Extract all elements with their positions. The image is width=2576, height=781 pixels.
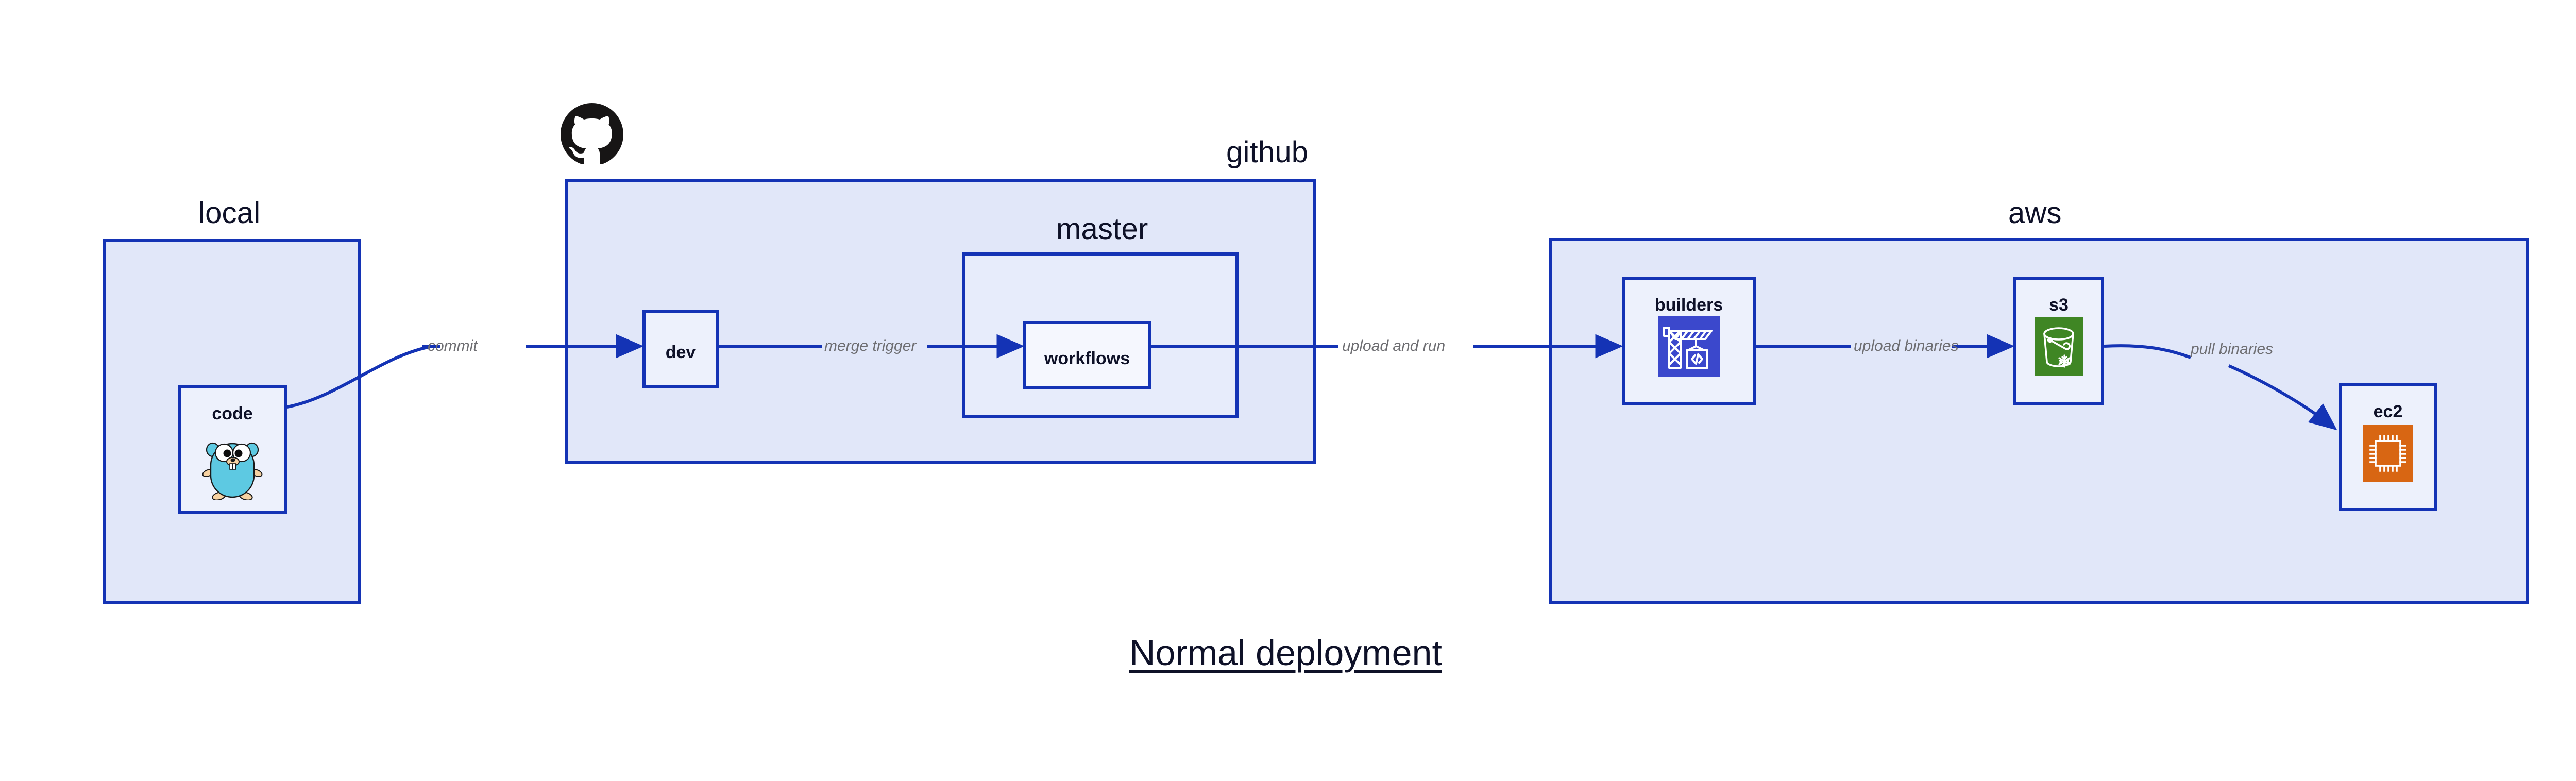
go-gopher-icon bbox=[202, 436, 263, 500]
group-github-label: github bbox=[1226, 135, 1309, 169]
node-workflows[interactable]: workflows bbox=[1023, 321, 1151, 389]
group-local-label: local bbox=[198, 196, 261, 230]
github-octocat-icon bbox=[559, 101, 625, 167]
group-aws-label: aws bbox=[2008, 196, 2062, 230]
node-builders-label: builders bbox=[1654, 295, 1723, 315]
aws-s3-bucket-icon bbox=[2035, 317, 2083, 376]
group-master-label: master bbox=[1056, 212, 1148, 246]
node-ec2[interactable]: ec2 bbox=[2339, 383, 2437, 511]
node-dev[interactable]: dev bbox=[642, 310, 719, 388]
node-ec2-label: ec2 bbox=[2373, 402, 2403, 421]
edge-label-commit: commit bbox=[428, 337, 478, 354]
edge-label-pull-binaries: pull binaries bbox=[2191, 341, 2274, 358]
edge-label-upload-binaries: upload binaries bbox=[1854, 337, 1959, 354]
node-builders[interactable]: builders bbox=[1622, 277, 1756, 405]
aws-codebuild-icon bbox=[1658, 316, 1720, 377]
edge-label-merge-trigger: merge trigger bbox=[824, 337, 917, 354]
node-s3[interactable]: s3 bbox=[2013, 277, 2104, 405]
aws-ec2-chip-icon bbox=[2363, 425, 2413, 482]
diagram-title: Normal deployment bbox=[1129, 633, 1442, 673]
node-code-label: code bbox=[212, 404, 253, 423]
node-workflows-label: workflows bbox=[1044, 349, 1130, 368]
edge-label-upload-and-run: upload and run bbox=[1342, 337, 1446, 354]
node-code[interactable]: code bbox=[178, 385, 287, 514]
node-dev-label: dev bbox=[665, 343, 696, 362]
node-s3-label: s3 bbox=[2049, 295, 2069, 315]
